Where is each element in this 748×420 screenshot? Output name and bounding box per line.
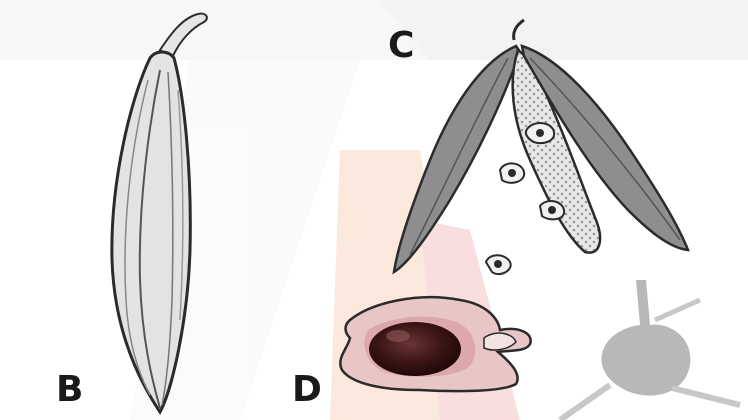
label-c: C: [388, 28, 414, 64]
label-b: B: [56, 372, 83, 408]
gray-blob-icon: [560, 280, 740, 420]
seed-d: [340, 297, 530, 391]
label-d: D: [292, 372, 322, 408]
